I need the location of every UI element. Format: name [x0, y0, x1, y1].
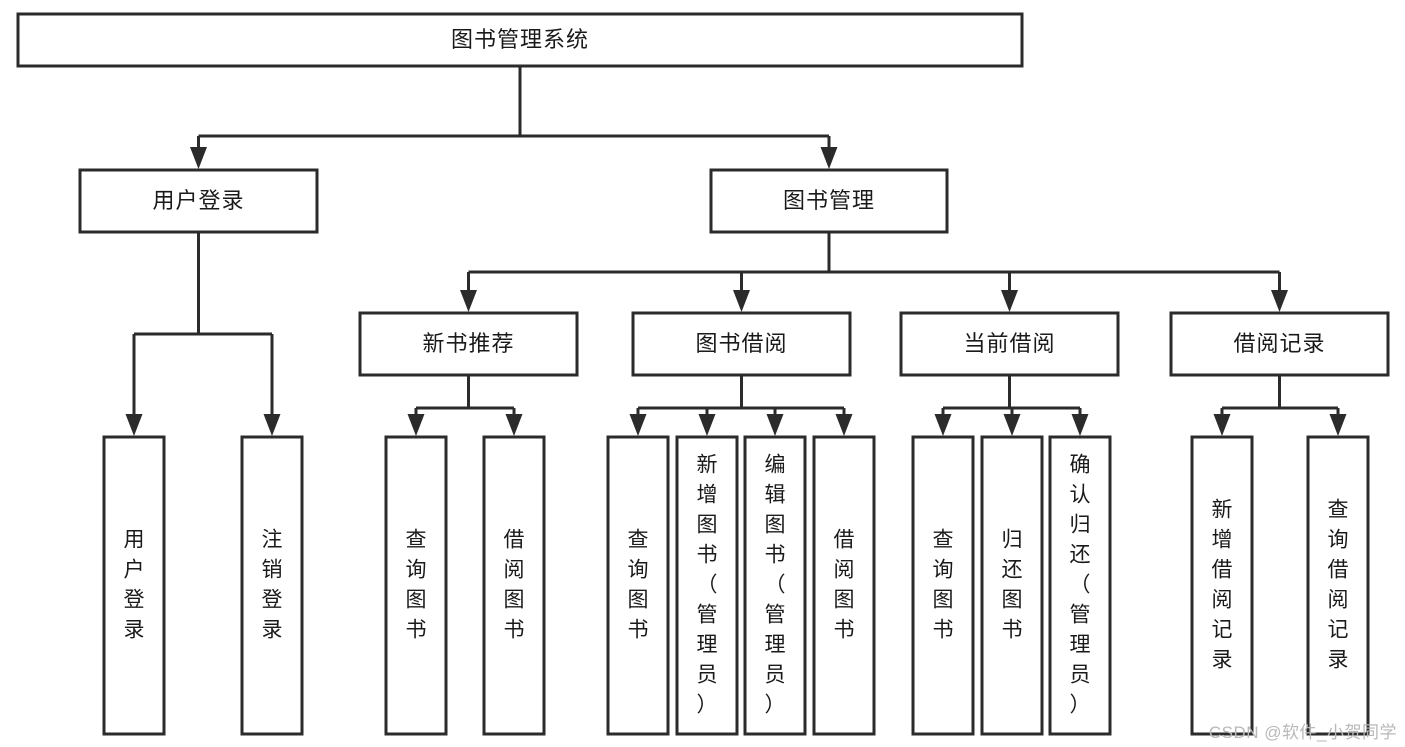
node-box[interactable] [240, 435, 304, 736]
node-box[interactable] [1169, 311, 1390, 377]
node-label: 编辑图书（管理员） [765, 453, 786, 716]
arrow-head-icon [1213, 414, 1231, 436]
node-label: 查询图书 [933, 528, 954, 641]
node-box[interactable] [631, 311, 852, 377]
connector-group [407, 375, 523, 436]
node-box[interactable] [16, 12, 1024, 68]
node-label: 图书管理系统 [451, 27, 589, 52]
arrow-head-icon [1329, 414, 1347, 436]
arrow-head-icon [125, 414, 143, 436]
node-leaf-borrow-book-1[interactable]: 借阅图书 [482, 435, 546, 736]
arrow-head-icon [1001, 290, 1018, 312]
node-label: 借阅图书 [834, 528, 855, 641]
node-leaf-logout[interactable]: 注销登录 [240, 435, 304, 736]
node-leaf-edit-book[interactable]: 编辑图书（管理员） [743, 435, 807, 736]
node-box[interactable] [606, 435, 670, 736]
node-label: 新书推荐 [422, 331, 514, 356]
arrow-head-icon [190, 147, 207, 169]
node-leaf-borrow-book-2[interactable]: 借阅图书 [812, 435, 876, 736]
node-box[interactable] [812, 435, 876, 736]
node-box[interactable] [78, 168, 319, 234]
node-leaf-return-book[interactable]: 归还图书 [980, 435, 1044, 736]
node-box[interactable] [911, 435, 975, 736]
node-leaf-query-book-1[interactable]: 查询图书 [384, 435, 448, 736]
arrow-head-icon [1071, 414, 1089, 436]
connector-group [125, 232, 281, 436]
node-box[interactable] [1190, 435, 1254, 736]
node-root[interactable]: 图书管理系统 [16, 12, 1024, 68]
nodes-layer: 图书管理系统用户登录图书管理新书推荐图书借阅当前借阅借阅记录用户登录注销登录查询… [16, 12, 1390, 736]
node-label: 用户登录 [124, 528, 145, 641]
arrow-head-icon [766, 414, 784, 436]
connector-group [629, 375, 853, 436]
node-box[interactable] [1048, 435, 1112, 736]
connector-group [190, 66, 838, 169]
node-leaf-query-book-2[interactable]: 查询图书 [606, 435, 670, 736]
node-leaf-confirm-return[interactable]: 确认归还（管理员） [1048, 435, 1112, 736]
node-label: 图书借阅 [695, 331, 787, 356]
node-label: 当前借阅 [963, 331, 1055, 356]
arrow-head-icon [934, 414, 952, 436]
arrow-head-icon [820, 147, 838, 169]
node-new-book-rec[interactable]: 新书推荐 [358, 311, 579, 377]
node-leaf-add-record[interactable]: 新增借阅记录 [1190, 435, 1254, 736]
node-book-manage[interactable]: 图书管理 [709, 168, 949, 234]
arrow-head-icon [1271, 290, 1288, 312]
node-label: 新增借阅记录 [1212, 498, 1233, 671]
node-label: 查询借阅记录 [1328, 498, 1349, 671]
arrow-head-icon [407, 414, 425, 436]
node-box[interactable] [675, 435, 739, 736]
node-label: 借阅记录 [1233, 331, 1325, 356]
node-leaf-query-book-3[interactable]: 查询图书 [911, 435, 975, 736]
node-current-borrow[interactable]: 当前借阅 [899, 311, 1120, 377]
node-label: 查询图书 [628, 528, 649, 641]
node-label: 新增图书（管理员） [697, 453, 718, 716]
arrow-head-icon [629, 414, 647, 436]
arrow-head-icon [460, 290, 477, 312]
arrow-head-icon [698, 414, 716, 436]
connector-group [934, 375, 1089, 436]
node-leaf-add-book[interactable]: 新增图书（管理员） [675, 435, 739, 736]
arrow-head-icon [733, 290, 750, 312]
node-leaf-query-record[interactable]: 查询借阅记录 [1306, 435, 1370, 736]
node-box[interactable] [709, 168, 949, 234]
node-label: 查询图书 [406, 528, 427, 641]
node-label: 确认归还（管理员） [1070, 453, 1091, 716]
node-box[interactable] [980, 435, 1044, 736]
node-label: 借阅图书 [504, 528, 525, 641]
node-leaf-user-login[interactable]: 用户登录 [102, 435, 166, 736]
arrow-head-icon [835, 414, 853, 436]
node-label: 注销登录 [262, 528, 283, 641]
connectors-layer [125, 66, 1347, 436]
arrow-head-icon [505, 414, 523, 436]
node-box[interactable] [1306, 435, 1370, 736]
node-label: 用户登录 [152, 188, 244, 213]
node-borrow-record[interactable]: 借阅记录 [1169, 311, 1390, 377]
connector-group [1213, 375, 1347, 436]
arrow-head-icon [1003, 414, 1021, 436]
node-label: 图书管理 [783, 188, 875, 213]
node-user-login[interactable]: 用户登录 [78, 168, 319, 234]
node-label: 归还图书 [1002, 528, 1023, 641]
node-box[interactable] [743, 435, 807, 736]
connector-group [460, 232, 1288, 312]
arrow-head-icon [263, 414, 281, 436]
node-box[interactable] [358, 311, 579, 377]
node-box[interactable] [384, 435, 448, 736]
node-box[interactable] [899, 311, 1120, 377]
node-box[interactable] [482, 435, 546, 736]
node-book-borrow[interactable]: 图书借阅 [631, 311, 852, 377]
node-box[interactable] [102, 435, 166, 736]
